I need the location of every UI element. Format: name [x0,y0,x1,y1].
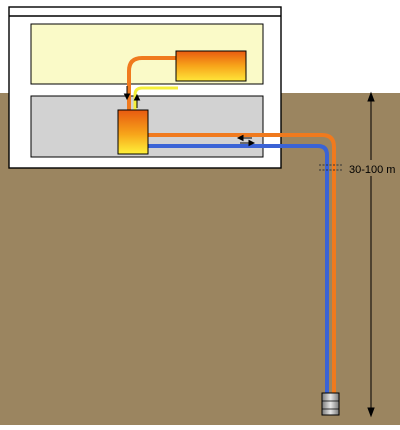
pipe-break-marks [319,164,342,171]
ground-loop-supply-pipe [146,144,329,395]
borehole-pump-icon [321,392,340,416]
hot-supply-pipe [127,56,178,125]
depth-label-background [350,160,400,176]
storage-tank-icon [175,50,247,82]
ground-loop-return-pipe [146,133,336,395]
warm-supply-pipe [133,86,178,125]
flow-arrow-icon [123,86,141,108]
depth-arrow-icon [367,91,375,418]
heat-pump-unit-icon [117,109,149,155]
flow-arrow-icon [236,134,256,147]
depth-label: 30-100 m [349,164,395,176]
